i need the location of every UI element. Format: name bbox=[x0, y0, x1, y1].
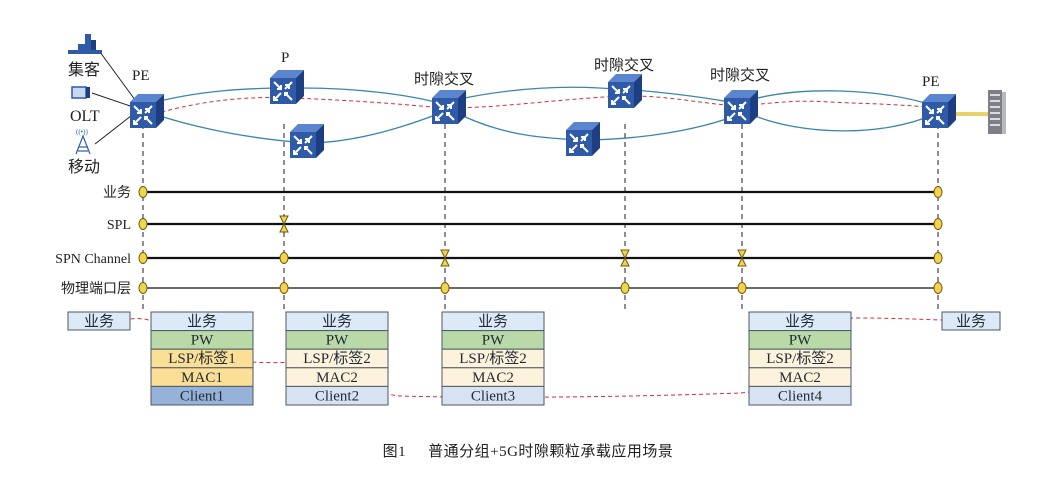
stack-layer-cell bbox=[441, 385, 545, 406]
stack-layer-cell bbox=[285, 385, 389, 406]
layer-endpoint-marker bbox=[279, 252, 289, 264]
node-label-tsx-3: 时隙交叉 bbox=[710, 66, 770, 84]
layer-label: SPL bbox=[107, 218, 131, 233]
access-label-enterprise: 集客 bbox=[68, 61, 100, 79]
layer-rows: 业务 SPL SPN Channel 物理端口层 bbox=[55, 185, 943, 297]
layer-cross-marker bbox=[440, 249, 450, 267]
router-icon bbox=[607, 73, 643, 109]
ring-link-upper-2 bbox=[299, 87, 444, 105]
ring-link-upper-5 bbox=[749, 90, 936, 107]
layer-endpoint-marker bbox=[440, 282, 450, 294]
access-link-mobile bbox=[94, 111, 137, 145]
stack-layer-label: LSP/标签1 bbox=[168, 350, 236, 367]
stack-layer-label: MAC1 bbox=[181, 370, 223, 386]
router-icon bbox=[723, 89, 759, 125]
stack-layer-label: MAC2 bbox=[779, 370, 821, 386]
protocol-stacks: 业务PWLSP/标签1MAC1Client1业务PWLSP/标签2MAC2Cli… bbox=[150, 311, 852, 406]
node-label-pe-left: PE bbox=[132, 68, 150, 84]
ring-link-upper-3 bbox=[454, 86, 626, 101]
layer-label: SPN Channel bbox=[55, 252, 131, 267]
stack-layer-label: Client3 bbox=[471, 388, 515, 404]
ring-link-lower-3 bbox=[749, 113, 936, 132]
access-label-mobile: 移动 bbox=[68, 158, 100, 176]
stack-layer-label: PW bbox=[191, 333, 214, 349]
layer-endpoint-marker bbox=[933, 282, 943, 294]
stack-layer-cell bbox=[150, 385, 254, 406]
svg-text:((•)): ((•)) bbox=[76, 128, 88, 136]
endpoint-box-right: 业务 bbox=[941, 311, 1001, 331]
node-label-tsx-2: 时隙交叉 bbox=[594, 56, 654, 74]
layer-label: 物理端口层 bbox=[61, 281, 131, 297]
stack-layer-label: LSP/标签2 bbox=[459, 350, 527, 367]
stack-layer-cell bbox=[748, 385, 852, 406]
stack-layer-label: Client1 bbox=[180, 388, 224, 404]
layer-endpoint-marker bbox=[138, 186, 148, 198]
endpoint-box-left: 业务 bbox=[67, 311, 131, 331]
endpoint-label-left: 业务 bbox=[84, 313, 114, 330]
node-label-pe-right: PE bbox=[922, 74, 940, 90]
router-icon bbox=[565, 121, 601, 157]
endpoint-label-right: 业务 bbox=[956, 313, 986, 330]
access-links bbox=[91, 51, 139, 145]
stack-layer-label: Client4 bbox=[778, 388, 823, 404]
service-path-upper bbox=[147, 95, 936, 117]
figure-number: 图1 bbox=[382, 444, 407, 460]
stack-layer-label: 业务 bbox=[478, 313, 508, 330]
mobile-tower-icon: ((•)) bbox=[75, 128, 91, 155]
figure-caption: 图1 普通分组+5G时隙颗粒承载应用场景 bbox=[0, 440, 1056, 461]
stack-layer-label: MAC2 bbox=[472, 370, 514, 386]
stack-layer-label: 业务 bbox=[322, 313, 352, 330]
ring-link-upper-1 bbox=[147, 87, 291, 105]
server-rack-icon bbox=[988, 90, 1006, 134]
ring-links bbox=[147, 86, 936, 144]
layer-label: 业务 bbox=[103, 185, 131, 201]
node-label-p: P bbox=[281, 50, 289, 66]
access-link-olt bbox=[91, 92, 137, 109]
stack-layer-label: PW bbox=[326, 333, 349, 349]
layer-cross-marker bbox=[279, 215, 289, 233]
layer-endpoint-marker bbox=[138, 282, 148, 294]
stack-layer-label: MAC2 bbox=[316, 370, 358, 386]
stack-layer-label: Client2 bbox=[315, 388, 359, 404]
enterprise-building-icon bbox=[68, 34, 102, 54]
node-label-tsx-1: 时隙交叉 bbox=[414, 70, 474, 88]
figure-caption-text: 普通分组+5G时隙颗粒承载应用场景 bbox=[428, 444, 674, 460]
stack-layer-label: LSP/标签2 bbox=[303, 350, 371, 367]
stack-layer-label: 业务 bbox=[187, 313, 217, 330]
layer-endpoint-marker bbox=[737, 282, 747, 294]
stack-layer-label: 业务 bbox=[785, 313, 815, 330]
layer-endpoint-marker bbox=[933, 186, 943, 198]
layer-endpoint-marker bbox=[138, 252, 148, 264]
router-icon bbox=[921, 93, 957, 129]
olt-device-icon bbox=[71, 86, 90, 99]
drop-lines bbox=[142, 124, 939, 310]
layer-endpoint-marker bbox=[933, 252, 943, 264]
stack-layer-label: PW bbox=[482, 333, 505, 349]
layer-endpoint-marker bbox=[138, 218, 148, 230]
access-link-enterprise bbox=[99, 51, 139, 105]
stack-layer-label: LSP/标签2 bbox=[766, 350, 834, 367]
router-icon bbox=[431, 89, 467, 125]
layer-cross-marker bbox=[620, 249, 630, 267]
router-icon bbox=[269, 69, 305, 105]
router-icon bbox=[129, 93, 165, 129]
router-icon bbox=[289, 123, 325, 159]
layer-endpoint-marker bbox=[620, 282, 630, 294]
stack-layer-label: PW bbox=[789, 333, 812, 349]
layer-cross-marker bbox=[737, 249, 747, 267]
layer-endpoint-marker bbox=[933, 218, 943, 230]
layer-endpoint-marker bbox=[279, 282, 289, 294]
access-label-olt: OLT bbox=[70, 108, 100, 125]
